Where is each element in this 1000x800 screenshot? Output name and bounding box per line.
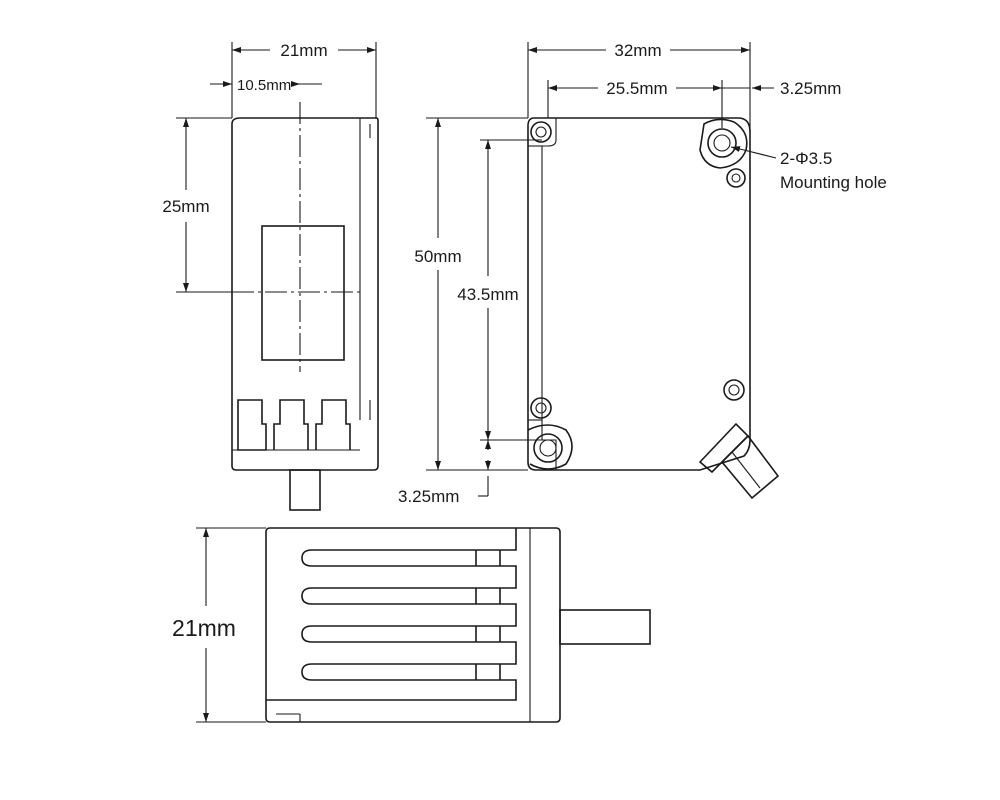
side-inner-plate xyxy=(541,118,557,470)
side-height-label: 50mm xyxy=(414,247,461,266)
front-height-label: 25mm xyxy=(162,197,209,216)
side-inner-height-label: 43.5mm xyxy=(457,285,518,304)
mounting-hole-boss xyxy=(527,424,573,470)
mounting-hole-small xyxy=(530,397,552,419)
bottom-cable xyxy=(559,609,651,645)
side-view: 32mm 25.5mm 3.25mm 2-Φ3.5 Mounting hole … xyxy=(398,41,887,506)
front-fin xyxy=(315,399,351,450)
bottom-slot xyxy=(301,587,500,605)
bottom-body-outline xyxy=(265,527,561,723)
front-cable-stub xyxy=(289,469,321,511)
bottom-view: 21mm xyxy=(172,527,651,723)
bottom-slot xyxy=(301,625,500,643)
mounting-hole-small xyxy=(726,168,746,188)
side-bottom-offset-label: 3.25mm xyxy=(398,487,459,506)
front-width-label: 21mm xyxy=(280,41,327,60)
front-fin xyxy=(273,399,309,450)
bottom-slot xyxy=(301,663,500,681)
mounting-hole-large xyxy=(533,433,563,463)
hole-note-label: Mounting hole xyxy=(780,173,887,192)
front-half-width-label: 10.5mm xyxy=(237,77,291,94)
front-view: 21mm 10.5mm 25mm xyxy=(162,41,379,511)
side-edge-offset-label: 3.25mm xyxy=(780,79,841,98)
side-hole-spacing-label: 25.5mm xyxy=(606,79,667,98)
front-body-outline xyxy=(231,117,379,471)
mounting-hole-small xyxy=(723,379,745,401)
hole-spec-label: 2-Φ3.5 xyxy=(780,149,832,168)
mounting-hole-small xyxy=(530,121,552,143)
lens-window xyxy=(261,225,345,361)
side-width-label: 32mm xyxy=(614,41,661,60)
mounting-hole-boss xyxy=(699,118,748,169)
side-body-outline xyxy=(527,117,751,471)
mounting-hole-large xyxy=(707,128,737,158)
bottom-height-label: 21mm xyxy=(172,615,236,641)
hole-note-leader xyxy=(743,149,777,159)
bottom-slot xyxy=(301,549,500,567)
side-cable-gland xyxy=(698,422,780,500)
front-fin xyxy=(237,399,267,451)
